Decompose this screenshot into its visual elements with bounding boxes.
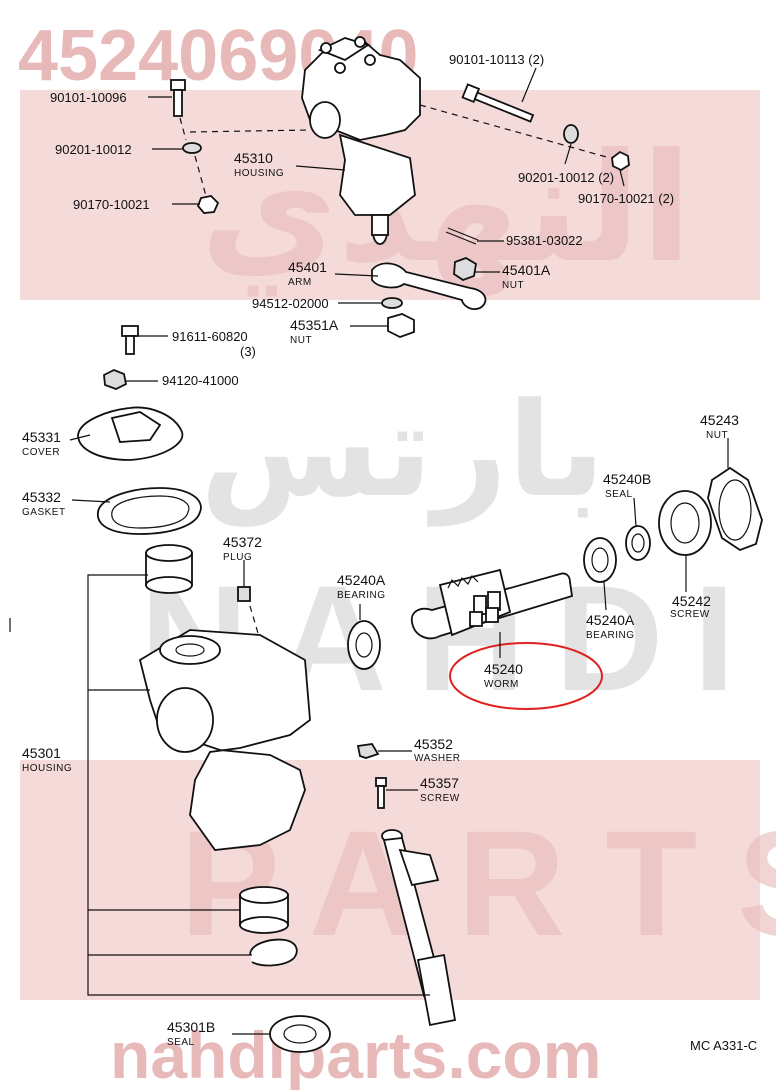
bolt-90101-10096-shape: [170, 79, 186, 117]
callout-45357-sub: SCREW: [420, 793, 460, 804]
nut-94120-41000-shape: [103, 369, 128, 390]
callout-45310: 45310: [234, 150, 273, 166]
callout-95381-03022: 95381-03022: [506, 233, 583, 248]
plug-45372-shape: [237, 586, 251, 602]
screw-45357-shape: [375, 777, 387, 809]
callout-45240-sub: WORM: [484, 679, 519, 690]
callout-45243: 45243: [700, 412, 739, 428]
washer-90201-10012-left-shape: [182, 142, 202, 154]
watermark-band-bottom: [20, 760, 760, 1000]
worm-highlight-circle: [449, 642, 603, 710]
worm-assembly: [347, 466, 763, 710]
callout-45310-sub: HOUSING: [234, 168, 284, 179]
callout-45372-sub: PLUG: [223, 552, 252, 563]
callout-45240A-left: 45240A: [337, 572, 386, 588]
callout-45331-sub: COVER: [22, 447, 60, 458]
callout-45351A-sub: NUT: [290, 335, 312, 346]
seal-45240B-shape: [625, 525, 651, 561]
bearing-45240A-right-shape: [583, 537, 617, 583]
callout-45240B-sub: SEAL: [605, 489, 633, 500]
watermark-arabic-top: النهدي: [200, 124, 692, 297]
callout-45352: 45352: [414, 736, 453, 752]
callout-45352-sub: WASHER: [414, 753, 461, 764]
gasket-45332-shape: [97, 487, 202, 535]
callout-45372: 45372: [223, 534, 262, 550]
callout-90101-10096: 90101-10096: [50, 90, 127, 105]
bearing-45240A-left-shape: [347, 620, 381, 670]
callout-90201-10012-2: 90201-10012 (2): [518, 170, 614, 185]
callout-94120-41000: 94120-41000: [162, 373, 239, 388]
nut-90170-10021-left-shape: [196, 195, 220, 214]
callout-45401: 45401: [288, 259, 327, 275]
arm-45401-shape: [371, 262, 487, 310]
housing-45301-shape: [138, 629, 311, 851]
sector-shaft-shape: [381, 829, 457, 1027]
callout-45301-sub: HOUSING: [22, 763, 72, 774]
bolt-91611-60820-shape: [121, 325, 139, 355]
callout-45301B: 45301B: [167, 1019, 215, 1035]
worm-45240-shape: [410, 568, 574, 640]
nut-45401A-shape: [453, 257, 477, 282]
callout-90201-10012: 90201-10012: [55, 142, 132, 157]
nut-45351A-shape: [387, 313, 415, 338]
callout-labels: 90101-10096 90201-10012 90170-10021 4531…: [22, 52, 757, 1053]
lower-assembly: [87, 544, 457, 1053]
callout-45240A-left-sub: BEARING: [337, 590, 386, 601]
nut-90170-10021-right-shape: [611, 150, 630, 172]
diagram-code: MC A331-C: [690, 1038, 757, 1053]
sleeve-lower-shape: [239, 886, 289, 934]
callout-45240A-right: 45240A: [586, 612, 635, 628]
callout-45401A-sub: NUT: [502, 280, 524, 291]
callout-45242-sub: SCREW: [670, 609, 710, 620]
callout-45401A: 45401A: [502, 262, 551, 278]
cotter-pin-shape: [445, 227, 479, 245]
upper-assembly: [170, 36, 630, 338]
cover-assembly: [77, 325, 202, 535]
seal-45301B-shape: [269, 1015, 331, 1053]
callout-45357: 45357: [420, 775, 459, 791]
washer-45352-shape: [356, 743, 380, 759]
callout-94512-02000: 94512-02000: [252, 296, 329, 311]
callout-45301: 45301: [22, 745, 61, 761]
callout-45331: 45331: [22, 429, 61, 445]
callout-90170-10021: 90170-10021: [73, 197, 150, 212]
callout-45243-sub: NUT: [706, 430, 728, 441]
housing-45310-shape: [301, 36, 421, 245]
callout-90101-10113: 90101-10113 (2): [449, 52, 544, 67]
snap-ring-shape: [249, 938, 298, 967]
bolt-90101-10113-shape: [461, 83, 535, 123]
callout-45301B-sub: SEAL: [167, 1037, 195, 1048]
callout-45401-sub: ARM: [288, 277, 312, 288]
watermark-site: nahdiparts.com: [110, 1018, 601, 1090]
callout-45351A: 45351A: [290, 317, 339, 333]
callout-45332-sub: GASKET: [22, 507, 66, 518]
callout-91611-60820: 91611-60820: [172, 329, 248, 344]
callout-45240B: 45240B: [603, 471, 651, 487]
washer-94512-02000-shape: [381, 297, 403, 309]
callout-45242: 45242: [672, 593, 711, 609]
watermark-arabic-mid: بارتس: [200, 377, 605, 527]
callout-45240: 45240: [484, 661, 523, 677]
callout-91611-qty: (3): [240, 344, 256, 359]
nut-45243-shape: [707, 466, 763, 552]
callout-45240A-right-sub: BEARING: [586, 630, 635, 641]
callout-45332: 45332: [22, 489, 61, 505]
callout-90170-10021-2: 90170-10021 (2): [578, 191, 674, 206]
screw-45242-shape: [658, 490, 712, 556]
watermark: 4524069040 النهدي بارتس NAHDI PARTS nahd…: [18, 16, 776, 1090]
sleeve-upper-shape: [145, 544, 193, 594]
leader-lines: [9, 67, 729, 1035]
washer-90201-10012-right-shape: [563, 124, 579, 144]
